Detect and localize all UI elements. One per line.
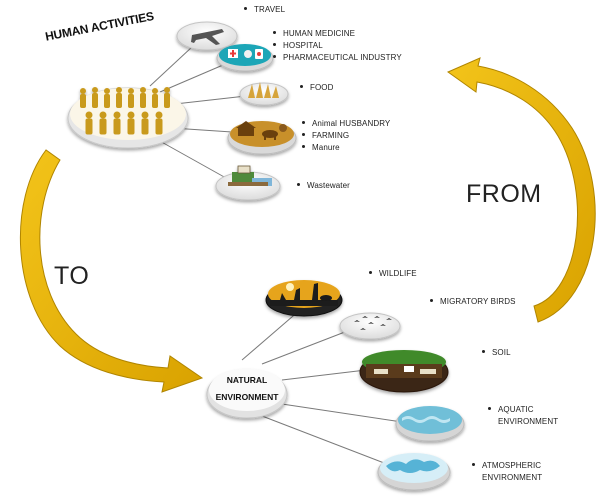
to-label: TO [54, 262, 90, 290]
soil-disc [359, 350, 449, 393]
food-icon [248, 82, 279, 98]
farming-disc [227, 121, 297, 155]
label-wildlife: WILDLIFE [369, 268, 417, 280]
wildlife-icon [270, 283, 338, 306]
environment-connectors [241, 309, 403, 467]
aquatic-disc [395, 406, 465, 442]
label-wastewater: Wastewater [297, 180, 350, 192]
aquatic-icon [402, 416, 450, 423]
label-line: FOOD [310, 83, 334, 92]
label-line: TRAVEL [254, 5, 286, 14]
natural-environment-line1: NATURAL [226, 375, 268, 385]
label-atmospheric: ATMOSPHERIC ENVIRONMENT [472, 460, 542, 484]
label-line: Wastewater [307, 181, 350, 190]
label-line: AQUATIC [498, 405, 534, 414]
label-medicine: HUMAN MEDICINE HOSPITAL PHARMACEUTICAL I… [273, 28, 402, 64]
label-line: ATMOSPHERIC [482, 461, 542, 470]
label-line: WILDLIFE [379, 269, 417, 278]
label-soil: SOIL [482, 347, 511, 359]
natural-environment-line2: ENVIRONMENT [215, 392, 279, 402]
label-line: PHARMACEUTICAL INDUSTRY [283, 53, 402, 62]
food-disc [239, 82, 289, 106]
human-activities-disc [67, 87, 189, 149]
label-line: Animal HUSBANDRY [312, 119, 391, 128]
migratory-birds-disc [339, 312, 401, 340]
label-line: MIGRATORY BIRDS [440, 297, 516, 306]
from-label: FROM [466, 180, 542, 208]
label-migratory-birds: MIGRATORY BIRDS [430, 296, 516, 308]
medicine-icon [228, 49, 263, 59]
label-line: FARMING [312, 131, 350, 140]
people-icon [80, 87, 170, 135]
label-line: HOSPITAL [283, 41, 323, 50]
natural-environment-disc [206, 369, 288, 419]
travel-disc [176, 21, 238, 51]
label-line: ENVIRONMENT [482, 473, 543, 482]
label-food: FOOD [300, 82, 334, 94]
medicine-disc [216, 44, 274, 72]
label-aquatic: AQUATIC ENVIRONMENT [488, 404, 558, 428]
label-line: HUMAN MEDICINE [283, 29, 356, 38]
label-farming: Animal HUSBANDRY FARMING Manure [302, 118, 390, 154]
wildlife-disc [265, 280, 343, 317]
label-line: ENVIRONMENT [498, 417, 559, 426]
label-travel: TRAVEL [244, 4, 285, 16]
wastewater-icon [228, 165, 272, 186]
farming-icon [236, 121, 287, 140]
label-line: Manure [312, 143, 340, 152]
from-arrow [446, 57, 596, 323]
to-arrow [19, 149, 204, 393]
migratory-birds-icon [354, 316, 392, 330]
natural-environment-title: NATURAL ENVIRONMENT [210, 372, 284, 406]
soil-icon [366, 364, 442, 378]
airplane-icon [191, 29, 224, 45]
atmospheric-disc [377, 453, 451, 491]
atmospheric-icon [386, 459, 440, 473]
wastewater-disc [215, 165, 281, 201]
label-line: SOIL [492, 348, 511, 357]
